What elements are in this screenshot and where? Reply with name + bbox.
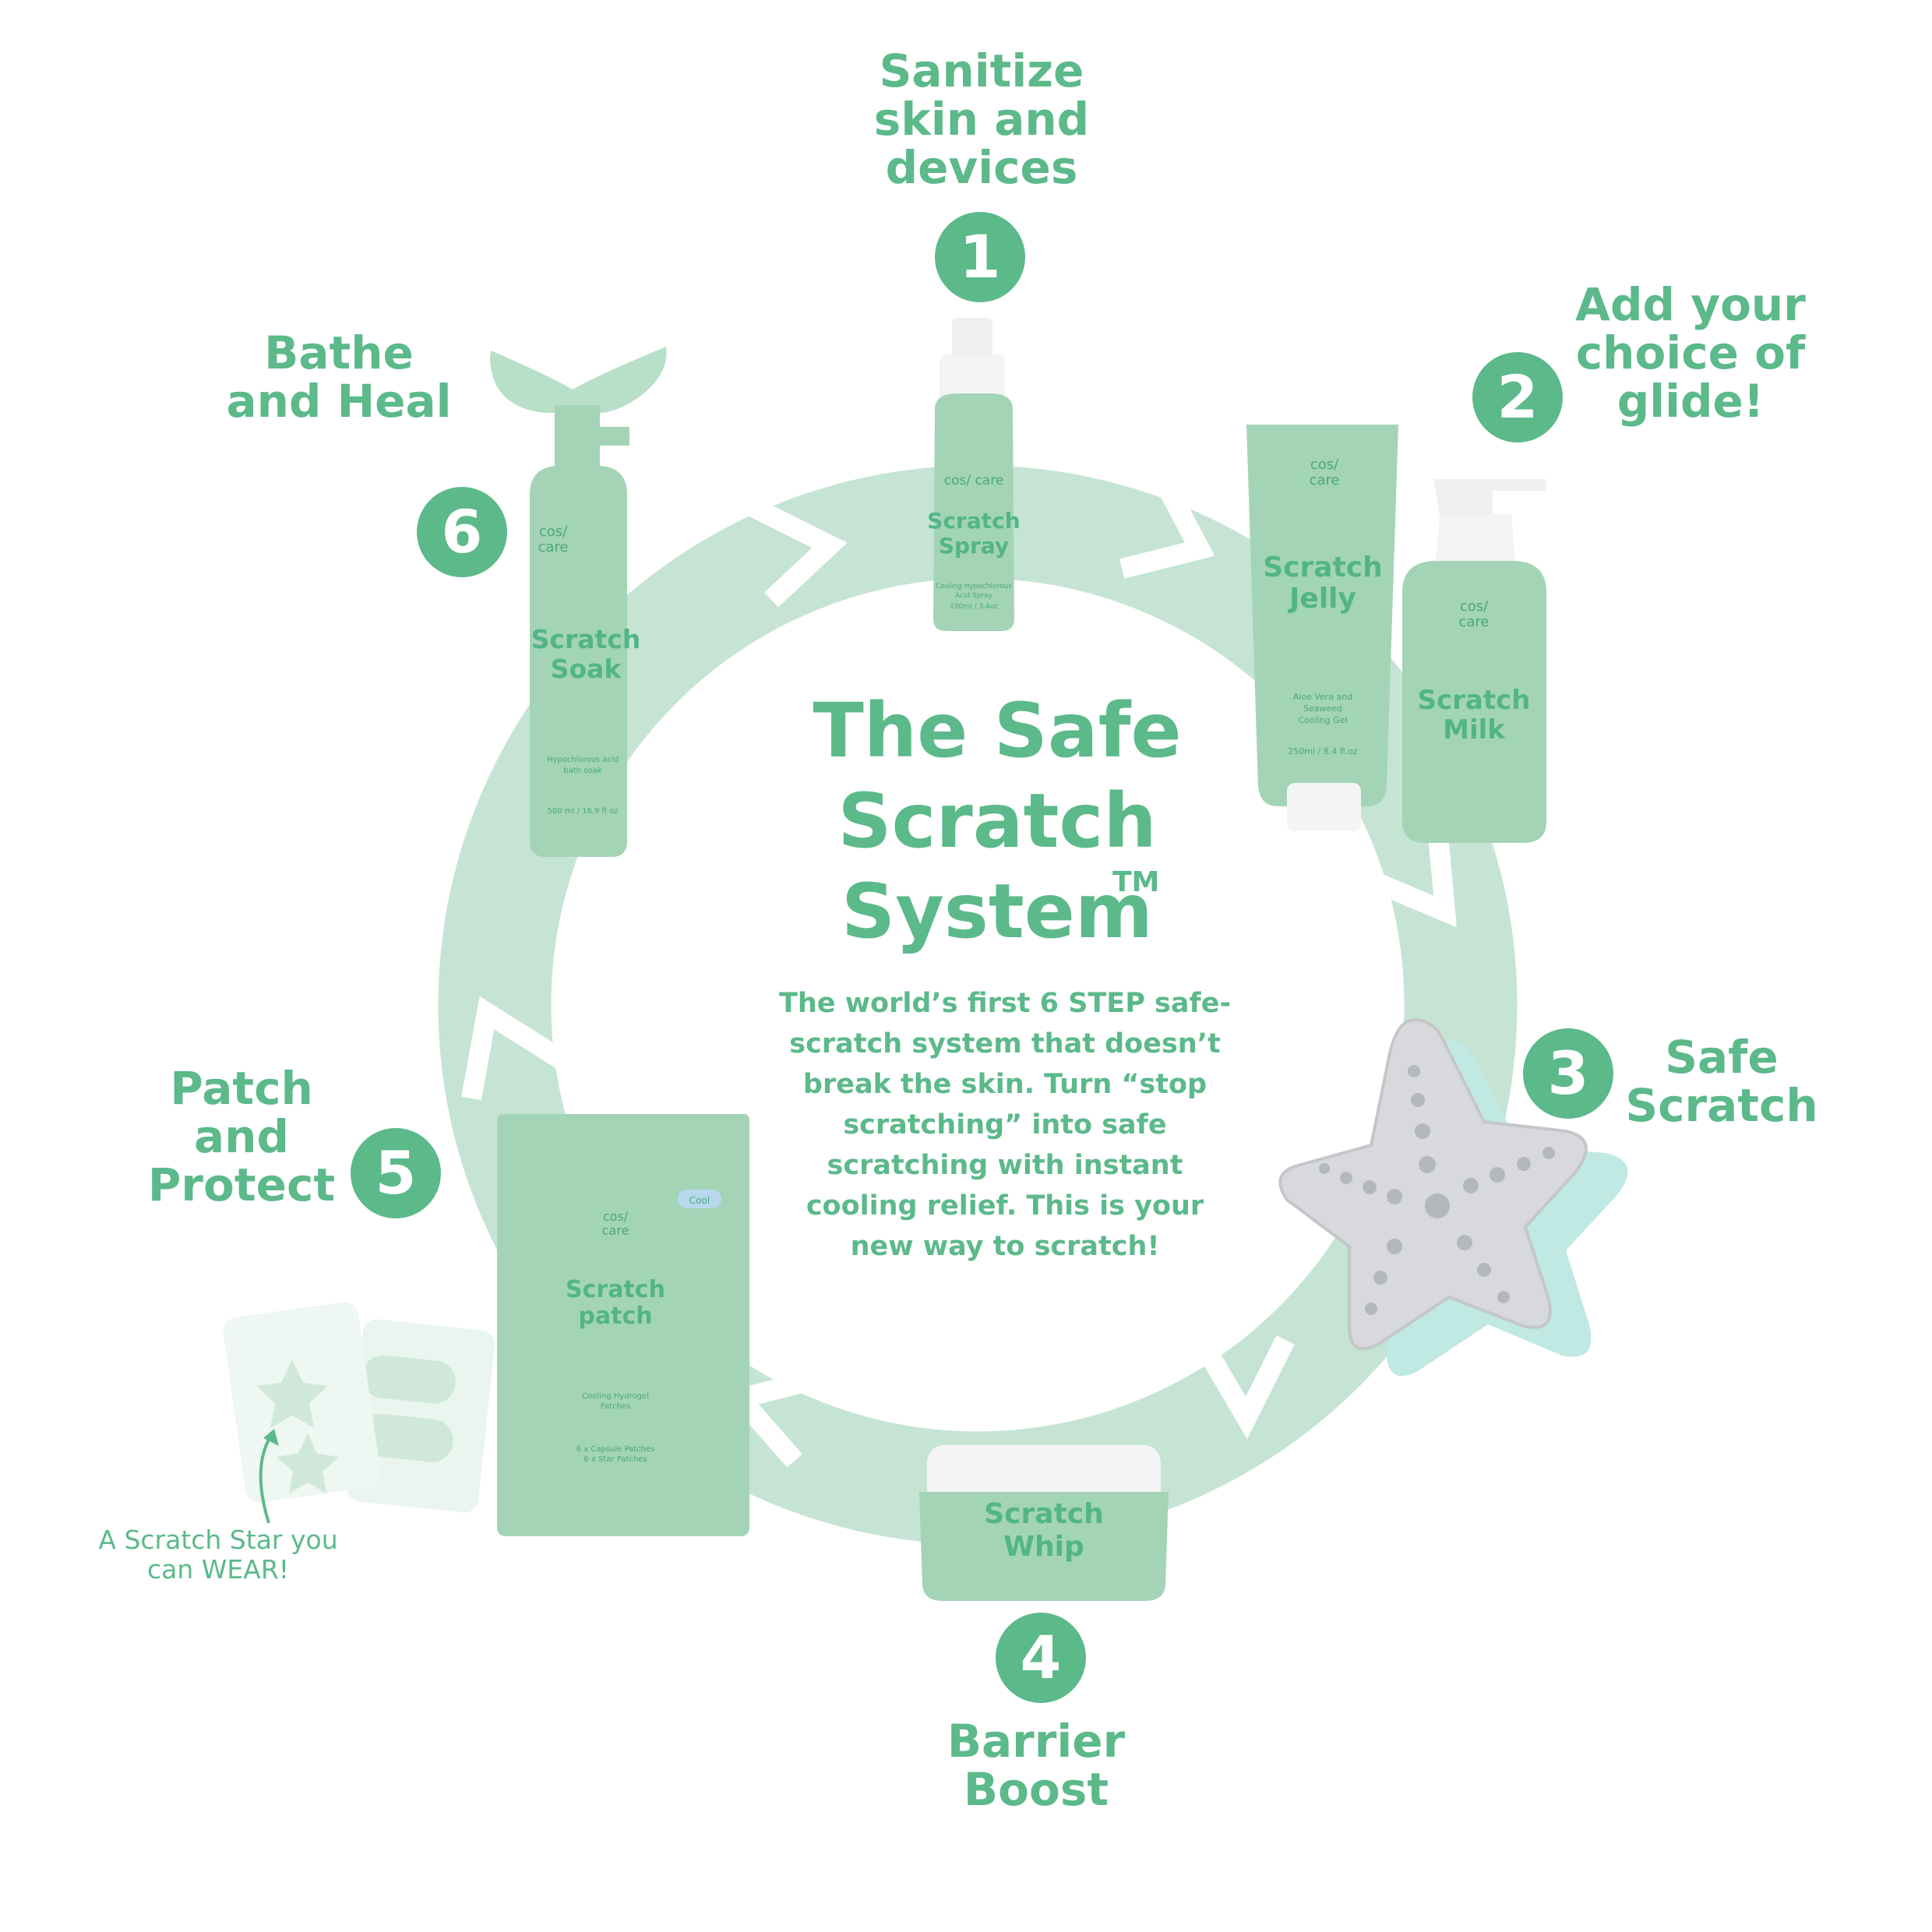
- step-6-badge: 6: [417, 487, 507, 577]
- diagram-description: The world’s first 6 STEP safe-scratch sy…: [779, 988, 1231, 1262]
- diagram-title: The Safe Scratch System: [813, 687, 1182, 955]
- step-4-badge: 4: [996, 1613, 1086, 1703]
- ring-arrow-gaps: [461, 470, 1457, 1468]
- step-5-badge: 5: [351, 1128, 441, 1218]
- step-1-badge: 1: [935, 212, 1025, 302]
- patch-callout: A Scratch Star you can WEAR!: [98, 1525, 338, 1585]
- step-2-badge: 2: [1472, 352, 1563, 442]
- step-6-label: Bathe and Heal: [226, 326, 452, 428]
- step-5-label: Patch and Protect: [147, 1062, 336, 1211]
- step-3-badge: 3: [1523, 1028, 1613, 1119]
- step-3-label: Safe Scratch: [1625, 1031, 1818, 1132]
- step-1-label: Sanitize skin and devices: [873, 44, 1090, 194]
- trademark-mark: TM: [1112, 866, 1160, 898]
- step-4-label: Barrier Boost: [947, 1715, 1126, 1816]
- step-2-label: Add your choice of glide!: [1575, 278, 1806, 428]
